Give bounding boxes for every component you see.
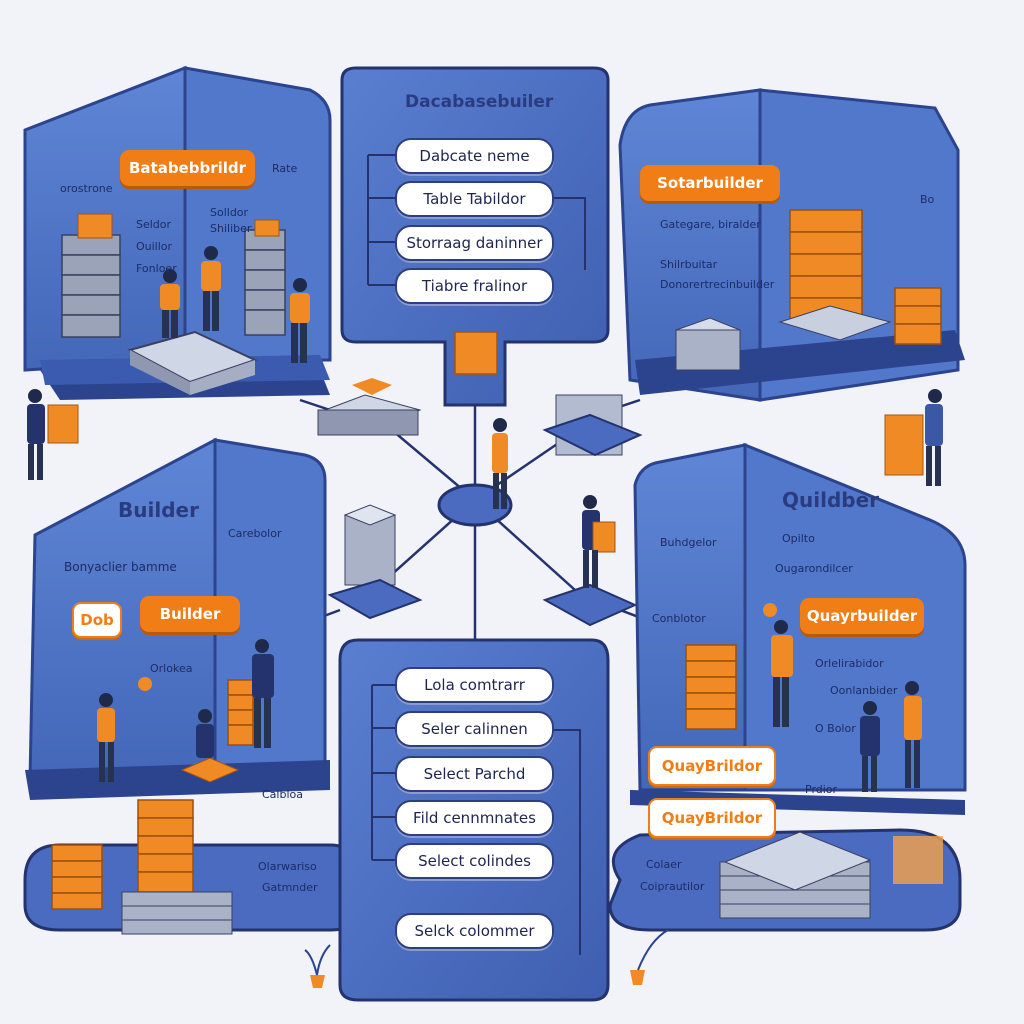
top-right-room [618,88,965,402]
bottom-right-text-4: Conblotor [652,612,706,625]
top-center-item-4: Tiabre fralinor [395,268,554,304]
bottom-left-side-text: Carebolor [228,527,282,540]
top-right-text-2: Shilrbuitar [660,258,718,271]
bottom-center-item-2: Seler calinnen [395,711,554,747]
bottom-right-text-9: Colaer [646,858,682,871]
top-left-tag: Batabebbrildr [120,150,255,186]
bottom-right-text-2: Opilto [782,532,815,545]
bottom-right-tag: Quayrbuilder [800,598,924,634]
top-left-text-4: Fonloer [136,262,177,275]
bottom-left-title: Builder [118,498,199,522]
top-center-item-2: Table Tabildor [395,181,554,217]
bottom-center-item-3: Select Parchd [395,756,554,792]
top-right-tag: Sotarbuilder [640,165,780,201]
bottom-center-item-1: Lola comtrarr [395,667,554,703]
bottom-right-text-7: O Bolor [815,722,856,735]
top-center-item-3: Storraag daninner [395,225,554,261]
bottom-right-text-3: Ougarondilcer [775,562,853,575]
bottom-left-text-4: Gatmnder [262,881,318,894]
bottom-left-text-1: Orlokea [150,662,193,675]
bottom-right-title: Quildber [782,488,880,512]
top-left-text-3: Ouillor [136,240,173,253]
bottom-center-item-6: Selck colommer [395,913,554,949]
top-left-room [23,65,332,400]
bottom-right-tag-lower-2: QuayBrildor [648,798,776,838]
side-workers [27,389,943,486]
top-left-text-2: Seldor [136,218,172,231]
bottom-left-room [23,437,362,935]
decor-plants [304,929,669,988]
bottom-right-text-6: Oonlanbider [830,684,898,697]
bottom-center-item-5: Select colindes [395,843,554,879]
bottom-right-text-10: Coiprautilor [640,880,705,893]
bottom-left-subtitle: Bonyaclier bamme [64,560,177,574]
top-left-side-text: Rate [272,162,298,175]
top-center-item-1: Dabcate neme [395,138,554,174]
top-left-text-1: orostrone [60,182,113,195]
bottom-left-text-2: Calbloa [262,788,303,801]
bottom-right-text-5: Orlelirabidor [815,657,884,670]
top-left-text-5: Solldor [210,206,249,219]
bottom-center-item-4: Fild cennmnates [395,800,554,836]
bottom-left-tag-small: Dob [72,602,122,638]
top-left-text-6: Shiliber [210,222,252,235]
bottom-left-text-3: Olarwariso [258,860,317,873]
bottom-right-text-1: Buhdgelor [660,536,717,549]
center-hub [317,378,643,627]
top-right-text-1: Gategare, biralder [660,218,761,231]
bottom-right-tag-lower-1: QuayBrildor [648,746,776,786]
top-center-title: Dacabasebuiler [405,92,554,112]
bottom-right-text-8: Prdior [805,783,838,796]
top-right-text-4: Bo [920,193,935,206]
top-right-text-3: Donorertrecinbuilder [660,278,775,291]
bottom-left-tag: Builder [140,596,240,632]
